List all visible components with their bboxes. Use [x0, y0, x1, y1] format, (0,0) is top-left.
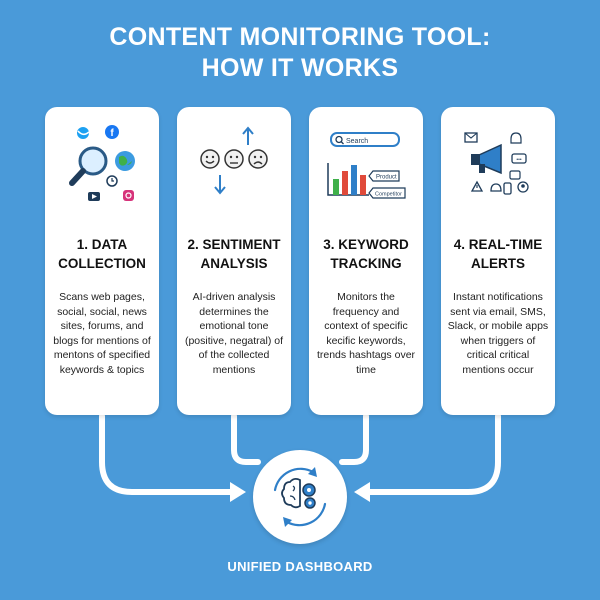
mobile-phone-icon [503, 182, 512, 195]
sms-icon: ••• [511, 153, 527, 164]
arrow-up-icon [242, 126, 254, 145]
connector-1 [99, 413, 235, 495]
neutral-face-icon [224, 149, 244, 169]
step-description: AI-driven analysis determines the emotio… [184, 291, 284, 376]
svg-text:•••: ••• [516, 157, 522, 163]
search-bar-icon: Search [330, 132, 400, 147]
competitor-label: Competitor [375, 192, 402, 198]
step-heading-line-2: ANALYSIS [200, 256, 268, 271]
gear-icon [302, 483, 316, 509]
magnifier-icon [69, 146, 108, 186]
unified-dashboard-hub [253, 450, 347, 544]
title-line-1: CONTENT MONITORING TOOL: [109, 23, 491, 51]
product-label: Product [376, 175, 397, 181]
step-heading-line-1: 1. DATA [76, 237, 128, 252]
warning-icon [470, 180, 484, 192]
step-heading-line-2: ALERTS [471, 256, 525, 271]
step-heading: 1. DATA COLLECTION [45, 235, 159, 273]
search-label: Search [346, 138, 368, 145]
emotion-faces-icon [177, 121, 291, 203]
chat-icon [509, 170, 521, 180]
step-card-real-time-alerts: ••• 4. REAL-TIME ALERTS Instant notifica… [441, 107, 555, 415]
step-card-data-collection: f 1. DATA COLLECTION Scans web pages, so… [45, 107, 159, 415]
competitor-tag-icon: Competitor [368, 187, 406, 199]
arrowhead-left [230, 482, 246, 502]
arrow-down-icon [214, 175, 226, 195]
step-description: Instant notifications sent via email, SM… [447, 291, 549, 376]
connector-3 [339, 413, 369, 465]
bell-icon [510, 132, 522, 144]
social-magnifier-icon: f [45, 121, 159, 203]
page-title: CONTENT MONITORING TOOL: HOW IT WORKS [0, 22, 600, 84]
product-tag-icon: Product [368, 170, 400, 182]
clock-icon [106, 175, 118, 187]
search-chart-icon: Search Product Competitor [309, 121, 423, 203]
step-heading-line-1: 3. KEYWORD [323, 237, 409, 252]
globe-icon [115, 151, 135, 171]
user-avatar-icon [517, 181, 529, 193]
title-line-2: HOW IT WORKS [201, 54, 399, 82]
connector-4 [365, 413, 501, 495]
step-description: Monitors the frequency and context of sp… [316, 291, 416, 376]
brain-gear-cycle-icon [273, 467, 327, 527]
step-heading-line-2: COLLECTION [58, 256, 146, 271]
sad-face-icon [248, 149, 268, 169]
facebook-icon: f [105, 125, 119, 139]
arrowhead-right [354, 482, 370, 502]
youtube-icon [88, 192, 100, 201]
hub-label: UNIFIED DASHBOARD [227, 559, 373, 574]
step-card-keyword-tracking: Search Product Competitor 3. KEYWORD TRA… [309, 107, 423, 415]
megaphone-icon [471, 143, 502, 175]
brain-icon [281, 477, 301, 509]
step-heading-line-1: 2. SENTIMENT [187, 237, 281, 252]
step-heading: 2. SENTIMENT ANALYSIS [177, 235, 291, 273]
svg-text:f: f [110, 128, 114, 139]
happy-face-icon [200, 149, 220, 169]
alert-bell-icon [490, 183, 502, 192]
step-heading: 4. REAL-TIME ALERTS [441, 235, 555, 273]
megaphone-alerts-icon: ••• [441, 121, 555, 203]
step-heading-line-2: TRACKING [330, 256, 402, 271]
connector-2 [231, 413, 261, 465]
email-icon [464, 132, 478, 143]
step-description: Scans web pages, social, social, news si… [53, 291, 151, 376]
step-card-sentiment-analysis: 2. SENTIMENT ANALYSIS AI-driven analysis… [177, 107, 291, 415]
instagram-icon [123, 190, 134, 201]
step-heading: 3. KEYWORD TRACKING [309, 235, 423, 273]
bar-chart-icon [327, 163, 369, 196]
twitter-icon [77, 127, 90, 139]
step-heading-line-1: 4. REAL-TIME [453, 237, 543, 252]
